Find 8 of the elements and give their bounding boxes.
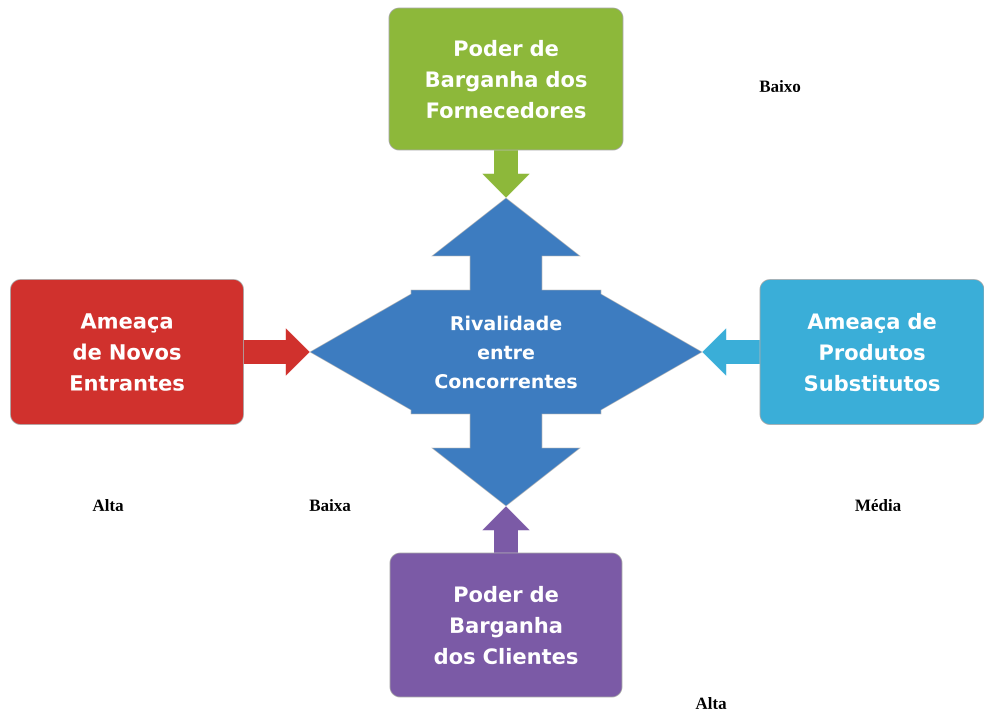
process-box: Ameaça de Novos Entrantes [10,279,244,425]
rating-label: Alta [696,697,726,709]
rating-label: Média [855,499,901,511]
process-box: Poder de Barganha dos Fornecedores [388,8,624,150]
process-box: Poder de Barganha dos Clientes [390,552,622,698]
rating-label: Baixo [760,80,800,92]
process-box: Ameaça de Produtos Substitutos [760,279,984,425]
rating-label: Alta [92,499,124,511]
